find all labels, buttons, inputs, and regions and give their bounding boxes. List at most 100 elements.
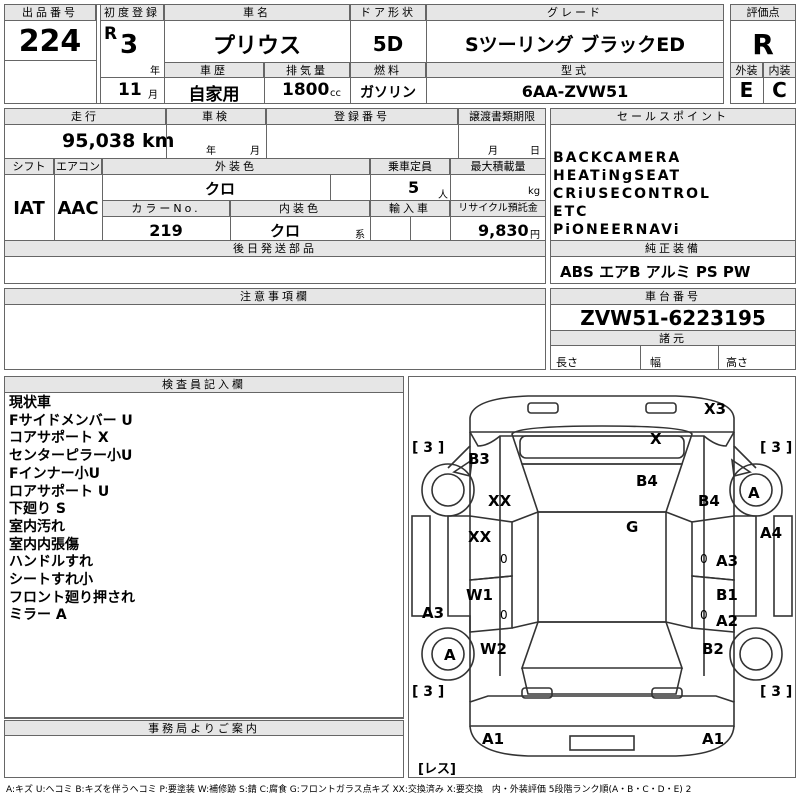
tire-tread-front-right: [ 3 ] bbox=[760, 440, 793, 456]
length-label: 長さ bbox=[556, 356, 578, 369]
sales-point-item: HEATiNgSEAT bbox=[553, 168, 682, 184]
remark-line: シートすれ小 bbox=[9, 572, 93, 589]
remark-line: 室内汚れ bbox=[9, 518, 65, 535]
header-ext-color: 外装色 bbox=[102, 158, 370, 175]
mileage: 95,038 bbox=[62, 130, 136, 152]
damage-mark: W1 bbox=[466, 586, 493, 604]
header-grade: グレード bbox=[426, 4, 724, 21]
inspector-remarks: 現状車 Fサイドメンバー U コアサポート X センターピラー小U Fインナー小… bbox=[9, 395, 399, 625]
header-door: ドア形状 bbox=[350, 4, 426, 21]
sales-point-item: CRiUSECONTROL bbox=[553, 186, 711, 202]
header-inspection: 車検 bbox=[166, 108, 266, 125]
header-exterior: 外装 bbox=[730, 62, 763, 78]
insp-month-unit: 月 bbox=[250, 146, 260, 157]
diagram-frame bbox=[408, 376, 796, 778]
spare-tire-less-label: [レス] bbox=[418, 762, 456, 777]
equipment-item: アルミ bbox=[645, 263, 691, 281]
model-type: 6AA-ZVW51 bbox=[521, 82, 629, 101]
interior-score: C bbox=[772, 78, 787, 102]
remark-line: センターピラー小U bbox=[9, 448, 133, 465]
header-mileage: 走行 bbox=[4, 108, 166, 125]
damage-mark: B1 bbox=[716, 586, 738, 604]
remark-line: ミラー A bbox=[9, 607, 67, 624]
capacity: 5 bbox=[408, 178, 420, 197]
header-chassis-no: 車台番号 bbox=[550, 288, 796, 305]
remark-line: ロアサポート U bbox=[9, 483, 110, 500]
overall-score: R bbox=[752, 28, 774, 61]
grade: Sツーリング ブラックED bbox=[464, 34, 686, 56]
damage-mark: X3 bbox=[704, 400, 727, 418]
damage-mark: B4 bbox=[636, 472, 658, 490]
year-unit: 年 bbox=[150, 66, 160, 77]
header-import: 輸入車 bbox=[370, 200, 450, 217]
remark-line: コアサポート X bbox=[9, 430, 109, 447]
door-handle-mark: 0 bbox=[500, 608, 508, 622]
header-lot-no: 出品番号 bbox=[4, 4, 96, 21]
legend: A:キズ U:ヘコミ B:キズを伴うヘコミ P:要塗装 W:補修跡 S:錆 C:… bbox=[6, 785, 692, 795]
header-max-load: 最大積載量 bbox=[450, 158, 546, 175]
equipment-item: PS bbox=[695, 263, 718, 281]
damage-mark: X bbox=[650, 430, 662, 448]
width-label: 幅 bbox=[650, 356, 661, 369]
header-aircon: エアコン bbox=[54, 158, 102, 175]
damage-mark: XX bbox=[468, 528, 492, 546]
header-interior: 内装 bbox=[763, 62, 796, 78]
month-unit: 月 bbox=[148, 90, 158, 101]
header-int-color: 内装色 bbox=[230, 200, 370, 217]
ext-color: クロ bbox=[204, 180, 235, 198]
header-displacement: 排気量 bbox=[264, 62, 350, 78]
header-transfer-due: 譲渡書類期限 bbox=[458, 108, 546, 125]
recycle-unit: 円 bbox=[530, 230, 540, 241]
damage-mark: A3 bbox=[716, 552, 739, 570]
km-unit: km bbox=[142, 130, 175, 152]
damage-mark: B2 bbox=[702, 640, 724, 658]
equipment-list: ABS エアB アルミ PS PW bbox=[560, 261, 750, 282]
car-diagram bbox=[411, 395, 793, 757]
office-frame bbox=[4, 720, 404, 778]
damage-mark: A4 bbox=[760, 524, 783, 542]
sales-point-list: BACKCAMERA HEATiNgSEAT CRiUSECONTROL ETC… bbox=[553, 149, 793, 239]
header-history: 車歴 bbox=[164, 62, 264, 78]
chassis-number: ZVW51-6223195 bbox=[580, 306, 766, 330]
remark-line: ハンドルすれ bbox=[9, 554, 93, 571]
sales-point-item: PiONEERNAVi bbox=[553, 222, 681, 238]
load-unit: kg bbox=[528, 186, 541, 197]
damage-mark: XX bbox=[488, 492, 512, 510]
displacement: 1800 bbox=[282, 80, 330, 100]
tire-tread-front-left: [ 3 ] bbox=[412, 440, 445, 456]
header-later-parts: 後日発送部品 bbox=[4, 240, 546, 257]
header-shift: シフト bbox=[4, 158, 54, 175]
door-handle-mark: 0 bbox=[700, 552, 708, 566]
equipment-item: エアB bbox=[599, 263, 641, 281]
header-specs: 諸元 bbox=[550, 330, 796, 346]
remark-line: 下廻り S bbox=[9, 501, 66, 518]
header-first-reg: 初度登録 bbox=[100, 4, 164, 21]
cc-unit: cc bbox=[330, 88, 341, 99]
door-type: 5D bbox=[372, 32, 404, 56]
aircon: AAC bbox=[57, 198, 99, 219]
header-genuine-equipment: 純正装備 bbox=[550, 240, 796, 257]
header-model-name: 車名 bbox=[164, 4, 350, 21]
damage-mark: A1 bbox=[702, 730, 725, 748]
int-color: クロ bbox=[270, 222, 301, 240]
tire-tread-rear-left: [ 3 ] bbox=[412, 684, 445, 700]
shift: IAT bbox=[13, 198, 45, 219]
damage-mark: B3 bbox=[468, 450, 490, 468]
model-name: プリウス bbox=[212, 34, 301, 59]
remark-line: 室内内張傷 bbox=[9, 536, 79, 553]
insp-year-unit: 年 bbox=[206, 146, 216, 157]
damage-mark: A bbox=[444, 646, 456, 664]
tire-tread-rear-right: [ 3 ] bbox=[760, 684, 793, 700]
era-label: R bbox=[104, 24, 118, 44]
remark-line: フロント廻り押され bbox=[9, 589, 135, 606]
equipment-item: PW bbox=[722, 263, 751, 281]
header-reg-no: 登録番号 bbox=[266, 108, 458, 125]
header-inspector: 検査員記入欄 bbox=[4, 376, 404, 393]
header-capacity: 乗車定員 bbox=[370, 158, 450, 175]
reg-month: 11 bbox=[118, 80, 142, 100]
height-label: 高さ bbox=[726, 356, 748, 369]
header-recycle: リサイクル預託金 bbox=[450, 200, 546, 217]
capacity-unit: 人 bbox=[438, 190, 448, 201]
int-color-unit: 系 bbox=[355, 230, 365, 241]
exterior-score: E bbox=[739, 78, 754, 102]
